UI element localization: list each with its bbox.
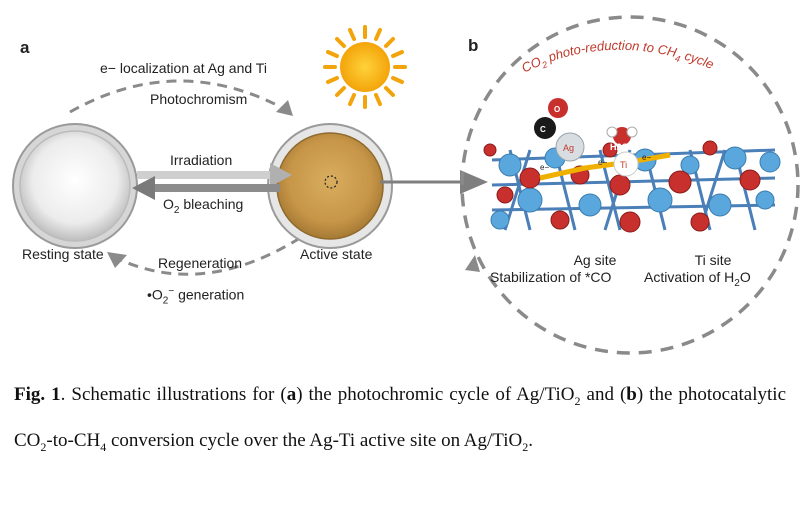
electron-2: e− [598,158,607,167]
active-state-label: Active state [300,246,373,262]
panel-a-label: a [20,38,30,57]
ag-site-title: Ag site [573,252,617,268]
regeneration-label: Regeneration [158,255,243,271]
co2-reduction-cycle-graphic: CO2 photo-reduction to CH4 cycle [380,15,800,355]
ag-atom: Ag [555,132,585,162]
resting-state-label: Resting state [22,246,104,262]
svg-text:O: O [554,105,560,114]
regeneration-arrowhead [107,252,127,268]
localization-label: e− localization at Ag and Ti [100,60,267,76]
sun-icon [323,25,407,109]
photochromism-arrowhead [276,100,293,116]
tio2-lattice [483,140,781,233]
h2o-molecule: H2O [606,126,638,152]
active-state-dish [267,123,393,249]
svg-text:Ag: Ag [563,143,574,153]
svg-text:Ti: Ti [620,160,627,170]
ti-site-title: Ti site [694,252,732,268]
superoxide-generation-label: •O2− generation [147,286,245,307]
regeneration-arc-arrow [111,236,301,276]
electron-1: e− [540,163,549,172]
electron-3: e− [642,153,651,162]
cycle-dashed-circle [460,15,800,355]
o2-bleaching-label: O2 bleaching [163,196,244,216]
figure-number: Fig. 1 [14,384,61,405]
photochromism-label: Photochromism [150,91,248,107]
bleaching-arrow [132,176,280,200]
cycle-title: CO2 photo-reduction to CH4 cycle [519,38,716,76]
irradiation-arrow [137,163,292,187]
irradiation-label: Irradiation [170,152,233,168]
ag-site-function: Stabilization of *CO [490,269,612,285]
cycle-arrowhead [465,255,480,272]
svg-text:C: C [540,125,546,134]
ti-site-function: Activation of H2O [644,269,751,289]
resting-state-dish [12,123,138,249]
svg-text:H2O: H2O [610,142,629,152]
figure-caption: Fig. 1. Schematic illustrations for (a) … [14,384,787,454]
photochromic-cycle-graphic [12,25,407,276]
magnify-arrow [380,170,488,194]
ti-site-atom: Ti [613,151,639,177]
panel-b-label: b [468,36,479,55]
co-molecule: C O [534,98,568,139]
